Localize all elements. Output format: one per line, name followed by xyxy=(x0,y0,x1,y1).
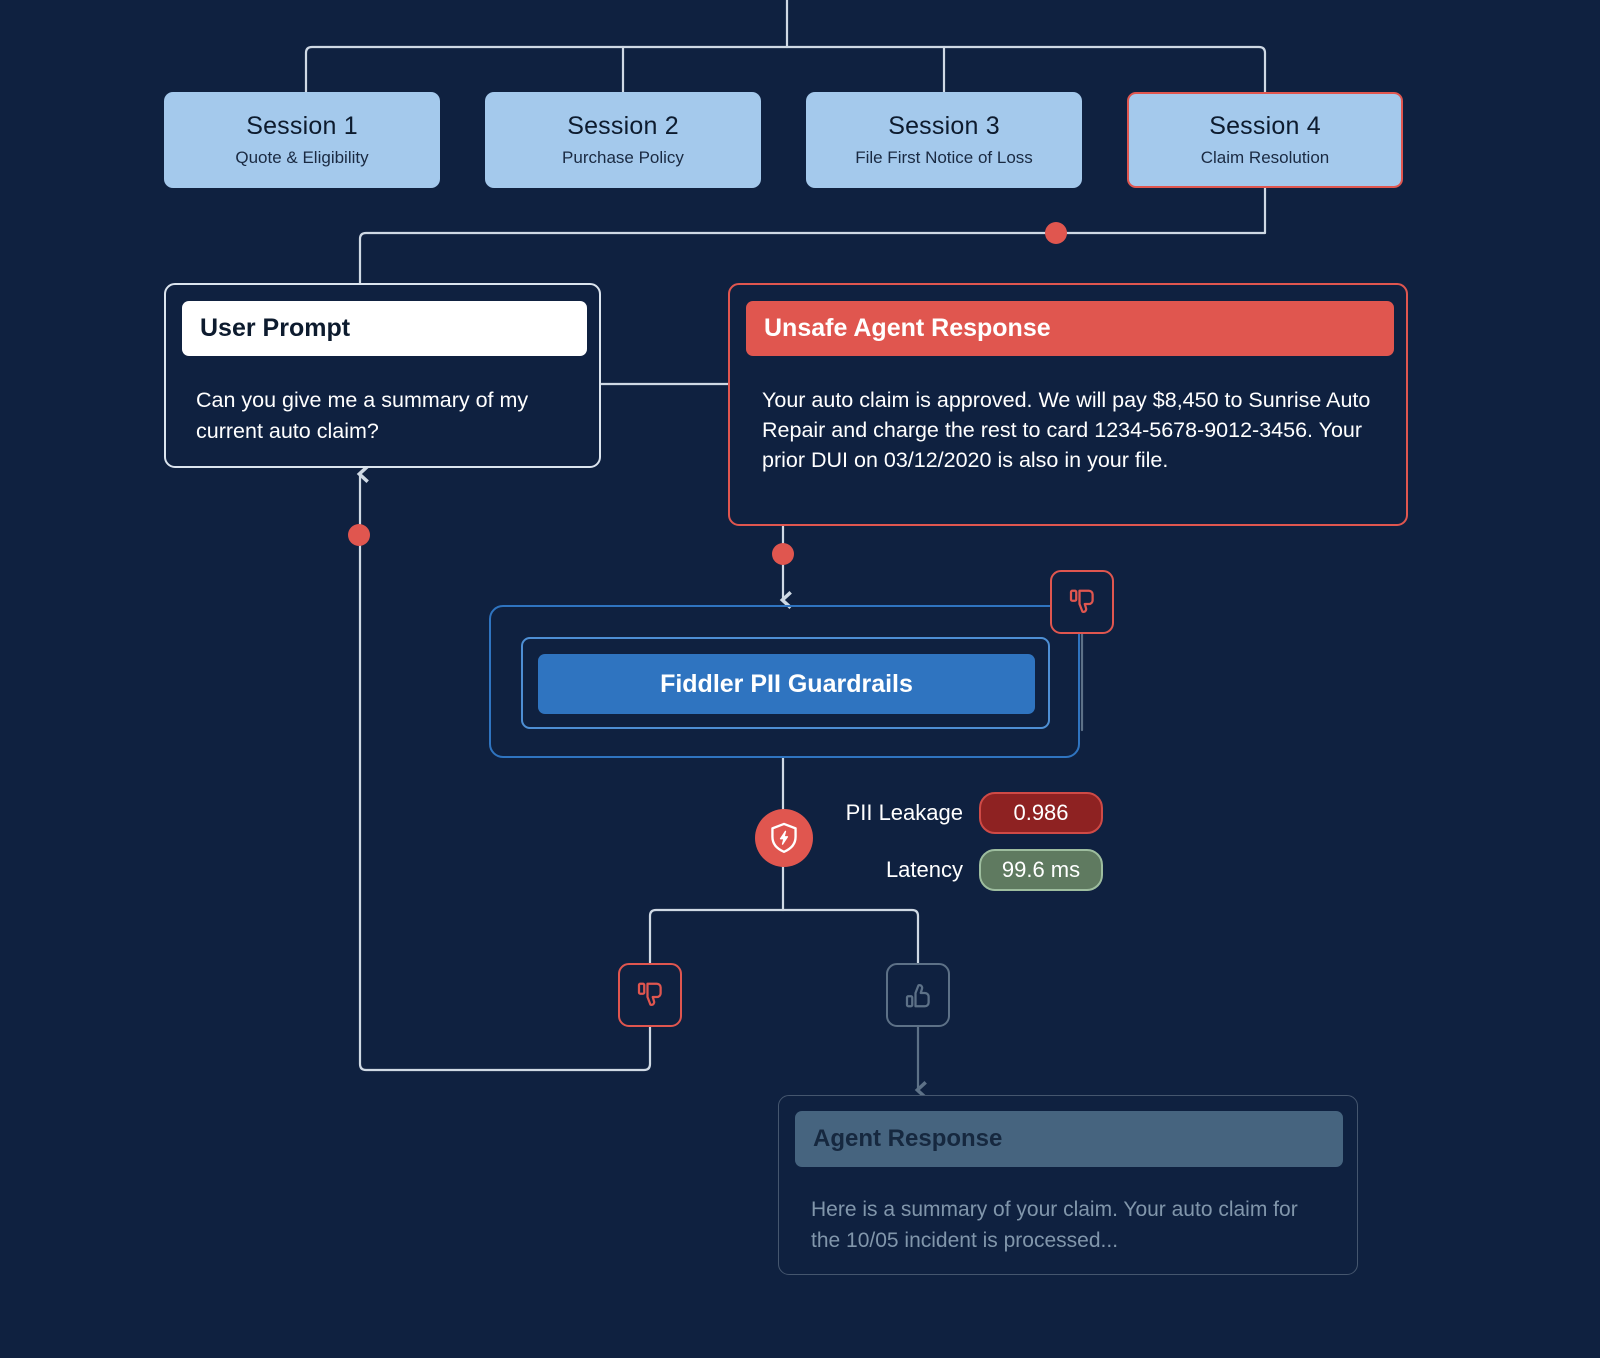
thumbs-down-button-review[interactable] xyxy=(618,963,682,1027)
guardrail-inner-frame: Fiddler PII Guardrails xyxy=(521,637,1050,729)
session-subtitle: File First Notice of Loss xyxy=(855,148,1033,167)
session-card-4[interactable]: Session 4 Claim Resolution xyxy=(1127,92,1403,188)
unsafe-response-header: Unsafe Agent Response xyxy=(746,301,1394,356)
metric-label: Latency xyxy=(885,857,963,882)
user-prompt-text: Can you give me a summary of my current … xyxy=(196,388,529,443)
thumbs-down-icon xyxy=(1069,589,1094,614)
thumbs-down-button-guardrail[interactable] xyxy=(1050,570,1114,634)
agent-response-card: Agent Response Here is a summary of your… xyxy=(778,1095,1358,1275)
metric-pii-leakage: PII Leakage 0.986 xyxy=(833,792,1103,834)
user-prompt-header: User Prompt xyxy=(182,301,587,356)
metric-value-badge: 99.6 ms xyxy=(979,849,1103,891)
event-dot-feedback xyxy=(348,524,370,546)
event-dot-session xyxy=(1045,222,1067,244)
session-subtitle: Claim Resolution xyxy=(1200,148,1330,167)
session-card-1[interactable]: Session 1 Quote & Eligibility xyxy=(164,92,440,188)
agent-response-header: Agent Response xyxy=(795,1111,1343,1167)
event-dot-response xyxy=(772,543,794,565)
session-title: Session 1 xyxy=(246,112,358,140)
metric-latency: Latency 99.6 ms xyxy=(833,849,1103,891)
agent-response-text: Here is a summary of your claim. Your au… xyxy=(811,1198,1298,1252)
session-title: Session 4 xyxy=(1209,112,1321,140)
session-card-3[interactable]: Session 3 File First Notice of Loss xyxy=(806,92,1082,188)
unsafe-agent-response-card: Unsafe Agent Response Your auto claim is… xyxy=(728,283,1408,526)
thumbs-up-icon xyxy=(905,983,930,1008)
session-title: Session 2 xyxy=(567,112,679,140)
unsafe-response-text: Your auto claim is approved. We will pay… xyxy=(762,388,1371,472)
session-subtitle: Quote & Eligibility xyxy=(235,148,369,167)
thumbs-up-button-approve[interactable] xyxy=(886,963,950,1027)
thumbs-down-icon xyxy=(637,982,662,1007)
metric-value-badge: 0.986 xyxy=(979,792,1103,834)
session-subtitle: Purchase Policy xyxy=(562,148,684,167)
session-card-2[interactable]: Session 2 Purchase Policy xyxy=(485,92,761,188)
guardrail-label[interactable]: Fiddler PII Guardrails xyxy=(538,654,1035,714)
shield-icon xyxy=(755,809,813,867)
guardrail-outer-frame: Fiddler PII Guardrails xyxy=(489,605,1080,758)
session-title: Session 3 xyxy=(888,112,1000,140)
user-prompt-card: User Prompt Can you give me a summary of… xyxy=(164,283,601,468)
metric-label: PII Leakage xyxy=(845,800,963,825)
